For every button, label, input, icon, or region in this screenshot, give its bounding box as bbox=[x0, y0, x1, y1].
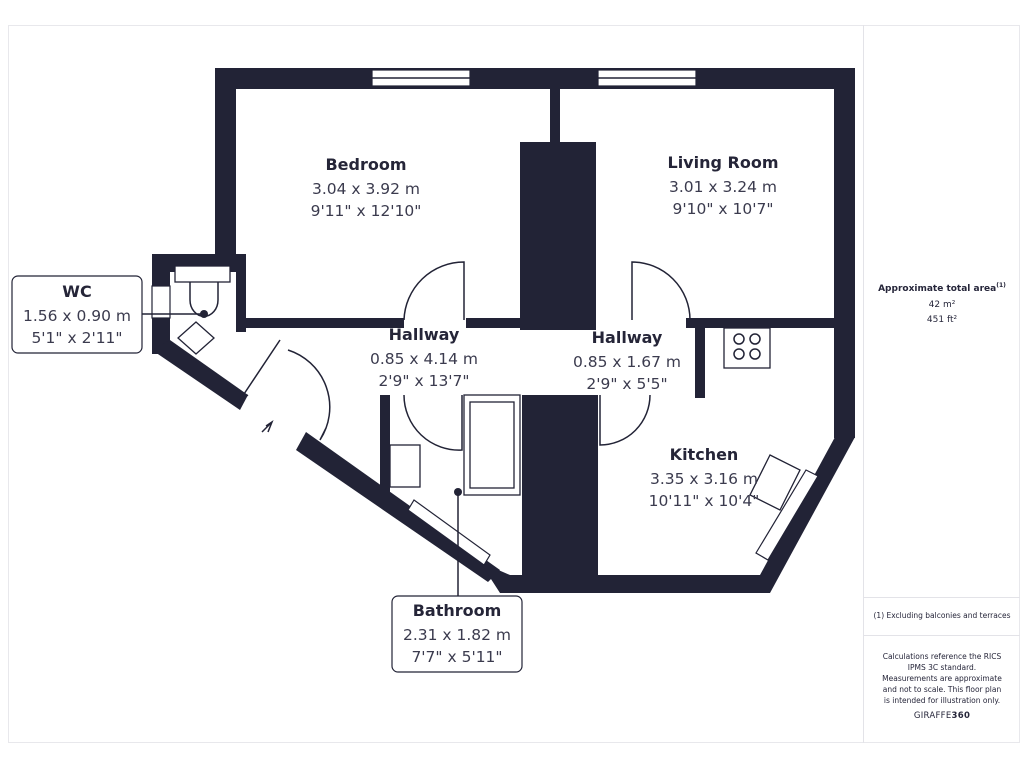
svg-text:Hallway: Hallway bbox=[592, 328, 663, 347]
svg-text:0.85 x 1.67 m: 0.85 x 1.67 m bbox=[573, 353, 681, 371]
entrance-arrow-icon bbox=[261, 420, 274, 433]
svg-text:Kitchen: Kitchen bbox=[670, 445, 739, 464]
wall-living-bottom bbox=[686, 318, 836, 328]
svg-text:Hallway: Hallway bbox=[389, 325, 460, 344]
room-label-hallway-2: Hallway 0.85 x 1.67 m 2'9" x 5'5" bbox=[573, 328, 681, 393]
wall-living-door-jamb bbox=[582, 285, 596, 330]
bathtub-inner bbox=[469, 401, 515, 489]
doors bbox=[239, 261, 691, 451]
door-bedroom bbox=[403, 261, 465, 321]
fixtures bbox=[142, 265, 801, 596]
svg-text:10'11" x 10'4": 10'11" x 10'4" bbox=[649, 492, 760, 510]
hob-ring-icon bbox=[749, 333, 761, 345]
wc-basin bbox=[177, 321, 215, 355]
area-m2: 42 m² bbox=[928, 300, 956, 310]
svg-text:0.85 x 4.14 m: 0.85 x 4.14 m bbox=[370, 350, 478, 368]
svg-text:9'10" x 10'7": 9'10" x 10'7" bbox=[673, 200, 774, 218]
room-label-living-room: Living Room 3.01 x 3.24 m 9'10" x 10'7" bbox=[668, 153, 779, 218]
wall-bed-living-top bbox=[550, 80, 560, 142]
wc-cistern bbox=[174, 265, 231, 283]
svg-text:2'9" x 13'7": 2'9" x 13'7" bbox=[378, 372, 469, 390]
svg-text:3.01 x 3.24 m: 3.01 x 3.24 m bbox=[669, 178, 777, 196]
window-wc bbox=[151, 285, 171, 319]
wall-bath-kitchen-block bbox=[522, 395, 598, 575]
svg-text:2'9" x 5'5": 2'9" x 5'5" bbox=[586, 375, 667, 393]
sidebar-divider bbox=[863, 25, 864, 743]
bathroom-callout-box bbox=[391, 595, 523, 673]
svg-text:Bathroom: Bathroom bbox=[413, 601, 502, 620]
wall-wc-diagonal bbox=[152, 340, 248, 410]
wall-bottom bbox=[480, 437, 855, 593]
svg-text:9'11" x 12'10": 9'11" x 12'10" bbox=[311, 202, 422, 220]
svg-text:5'1" x 2'11": 5'1" x 2'11" bbox=[31, 329, 122, 347]
wall-right bbox=[834, 68, 855, 438]
svg-text:3.35 x 3.16 m: 3.35 x 3.16 m bbox=[650, 470, 758, 488]
wall-top bbox=[215, 68, 855, 89]
wall-bath-diagonal bbox=[296, 432, 500, 582]
door-living bbox=[631, 261, 691, 321]
svg-text:Bedroom: Bedroom bbox=[325, 155, 406, 174]
svg-text:Living Room: Living Room bbox=[668, 153, 779, 172]
sidebar-rule-1 bbox=[864, 597, 1020, 598]
door-kitchen bbox=[599, 394, 651, 446]
room-label-bedroom: Bedroom 3.04 x 3.92 m 9'11" x 12'10" bbox=[311, 155, 422, 220]
room-label-wc: WC 1.56 x 0.90 m 5'1" x 2'11" bbox=[11, 275, 143, 354]
kitchen-sink bbox=[749, 454, 801, 511]
area-ft2: 451 ft² bbox=[926, 315, 958, 325]
wall-bedroom-bottom-right bbox=[466, 318, 522, 328]
wall-bedroom-left bbox=[215, 68, 236, 254]
svg-text:7'7" x 5'11": 7'7" x 5'11" bbox=[411, 648, 502, 666]
hob-ring-icon bbox=[733, 348, 745, 360]
disclaimer: Calculations reference the RICS IPMS 3C … bbox=[882, 652, 1002, 705]
svg-text:3.04 x 3.92 m: 3.04 x 3.92 m bbox=[312, 180, 420, 198]
door-entrance bbox=[287, 349, 331, 441]
sidebar-rule-2 bbox=[864, 635, 1020, 636]
hob-ring-icon bbox=[749, 348, 761, 360]
bathroom-basin bbox=[389, 444, 421, 488]
total-area-label: Approximate total area(1) bbox=[878, 282, 1006, 294]
wall-kitchen-left bbox=[695, 318, 705, 398]
hob-ring-icon bbox=[733, 333, 745, 345]
door-bathroom bbox=[403, 394, 463, 451]
wall-wc-right bbox=[236, 254, 246, 332]
footnote: (1) Excluding balconies and terraces bbox=[873, 611, 1011, 620]
wall-bedroom-bottom-left bbox=[236, 318, 404, 328]
wc-callout-box bbox=[11, 275, 143, 354]
brand-logo: GIRAFFE360 bbox=[913, 711, 971, 721]
wall-bath-left bbox=[380, 395, 390, 495]
room-label-kitchen: Kitchen 3.35 x 3.16 m 10'11" x 10'4" bbox=[649, 445, 760, 510]
svg-text:1.56 x 0.90 m: 1.56 x 0.90 m bbox=[23, 307, 131, 325]
room-label-hallway-1: Hallway 0.85 x 4.14 m 2'9" x 13'7" bbox=[370, 325, 478, 390]
room-label-bathroom: Bathroom 2.31 x 1.82 m 7'7" x 5'11" bbox=[391, 595, 523, 673]
door-wc bbox=[239, 339, 281, 401]
windows bbox=[151, 69, 819, 566]
window-kitchen bbox=[755, 469, 819, 561]
svg-text:WC: WC bbox=[62, 282, 91, 301]
svg-text:2.31 x 1.82 m: 2.31 x 1.82 m bbox=[403, 626, 511, 644]
hob bbox=[723, 327, 771, 369]
